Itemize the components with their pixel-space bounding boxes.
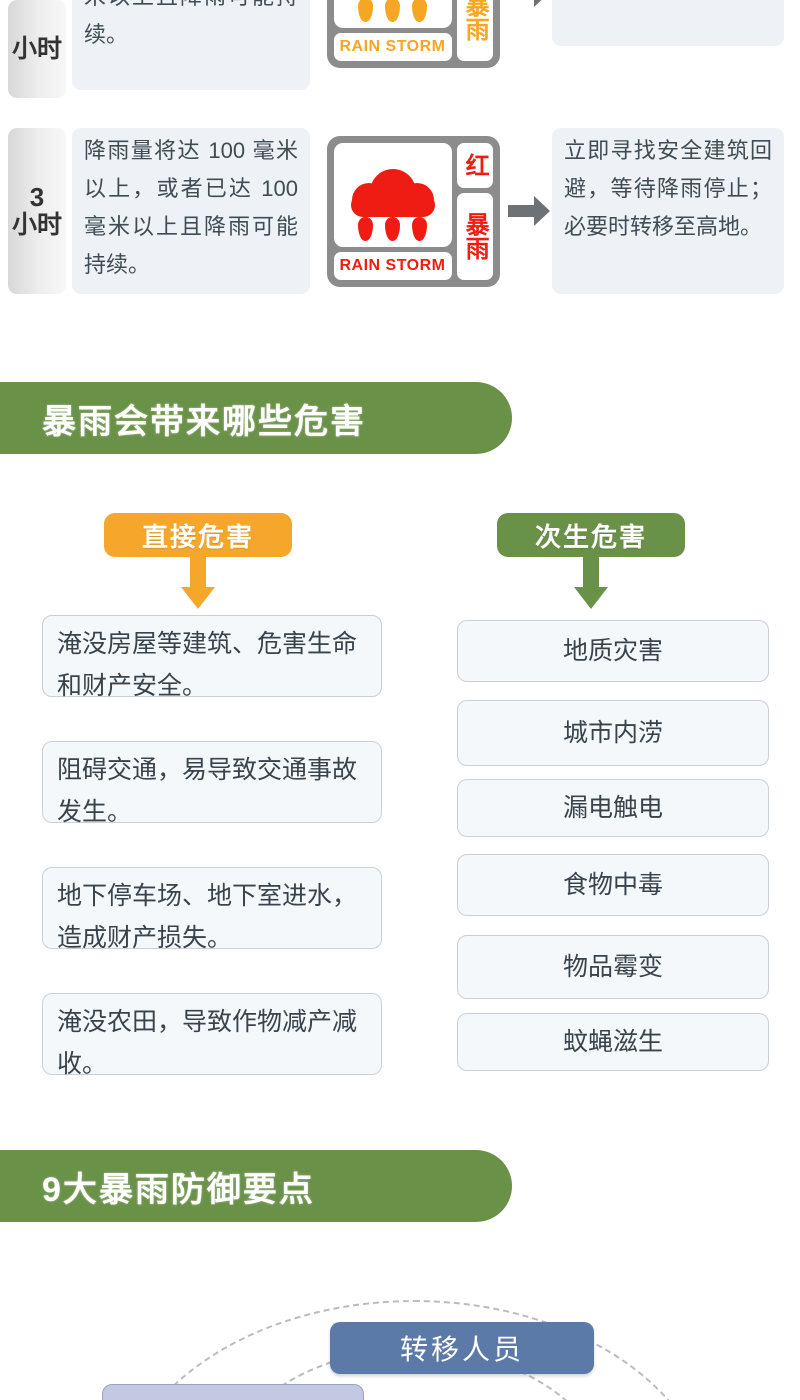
hour-badge-red: 3 小时 <box>8 128 66 294</box>
rainstorm-sign-red: RAIN STORM 红 暴雨 <box>326 135 500 287</box>
direct-hazard-pill[interactable]: 直接危害 <box>104 513 292 557</box>
sign-type-chars-orange: 暴雨 <box>456 0 493 61</box>
warning-sign-red-wrap: RAIN STORM 红 暴雨 <box>320 128 506 294</box>
hour-badge-unit: 小时 <box>11 210 62 239</box>
direct-hazard-item: 阻碍交通，易导致交通事故发生。 <box>42 741 382 826</box>
action-text-orange: 回避，等待降雨停止；必要时转移至高地。 <box>552 0 784 46</box>
secondary-hazard-item: 漏电触电 <box>457 779 769 837</box>
secondary-hazard-arrow-down-icon <box>574 557 608 609</box>
hour-badge-number: 3 <box>29 182 45 213</box>
rainstorm-caption-orange: RAIN STORM <box>333 32 452 61</box>
arrow-right-icon <box>508 196 550 226</box>
secondary-hazard-item: 物品霉变 <box>457 935 769 999</box>
sign-level-char-red: 红 <box>456 142 493 188</box>
criteria-text-red: 降雨量将达 100 毫米以上，或者已达 100 毫米以上且降雨可能持续。 <box>72 128 310 294</box>
hour-badge-orange: 小时 <box>8 0 66 98</box>
direct-hazard-label: 直接危害 <box>141 521 254 552</box>
secondary-hazard-label: 次生危害 <box>534 521 647 552</box>
defense-node-label: 转移人员 <box>399 1334 524 1365</box>
secondary-hazard-item: 地质灾害 <box>457 620 769 682</box>
rain-drop-icon <box>358 0 373 22</box>
defense-node-transfer-people[interactable]: 转移人员 <box>330 1322 594 1374</box>
defense-banner: 9大暴雨防御要点 <box>0 1150 512 1222</box>
rain-drop-icon <box>412 0 427 22</box>
hour-badge-unit: 小时 <box>11 34 62 63</box>
rain-drop-icon <box>385 0 400 22</box>
rainstorm-cloud-icon-orange <box>333 0 452 28</box>
direct-hazard-arrow-down-icon <box>181 557 215 609</box>
secondary-hazard-item: 食物中毒 <box>457 854 769 916</box>
rainstorm-sign-orange: RAIN STORM 暴雨 <box>326 0 500 68</box>
arrow-right-icon-wrap <box>506 0 552 98</box>
direct-hazard-item: 地下停车场、地下室进水，造成财产损失。 <box>42 867 382 952</box>
rain-drop-icon <box>358 216 373 241</box>
hazards-banner-title: 暴雨会带来哪些危害 <box>42 402 366 441</box>
arrow-right-icon-wrap <box>506 128 552 294</box>
warning-row-red: 3 小时 降雨量将达 100 毫米以上，或者已达 100 毫米以上且降雨可能持续… <box>0 128 800 294</box>
defense-node-secondary[interactable] <box>102 1384 364 1400</box>
sign-type-chars-red: 暴雨 <box>456 192 493 280</box>
direct-hazard-item: 淹没农田，导致作物减产减收。 <box>42 993 382 1078</box>
secondary-hazard-pill[interactable]: 次生危害 <box>497 513 685 557</box>
warning-row-orange: 小时 以上，或者已达 50 毫米以上且降雨可能持续。 <box>0 0 800 98</box>
criteria-text-orange: 以上，或者已达 50 毫米以上且降雨可能持续。 <box>72 0 310 90</box>
rain-drop-icon <box>412 216 427 241</box>
rainstorm-caption-red: RAIN STORM <box>333 251 452 280</box>
secondary-hazard-item: 蚊蝇滋生 <box>457 1013 769 1071</box>
hazards-banner: 暴雨会带来哪些危害 <box>0 382 512 454</box>
direct-hazard-item: 淹没房屋等建筑、危害生命和财产安全。 <box>42 615 382 700</box>
secondary-hazard-item: 城市内涝 <box>457 700 769 766</box>
defense-banner-title: 9大暴雨防御要点 <box>42 1170 315 1209</box>
rainstorm-cloud-icon-red <box>333 142 452 247</box>
arrow-right-icon <box>534 0 542 7</box>
rain-drop-icon <box>385 216 400 241</box>
action-text-red: 立即寻找安全建筑回避，等待降雨停止；必要时转移至高地。 <box>552 128 784 294</box>
warning-sign-orange-wrap: RAIN STORM 暴雨 <box>320 0 506 98</box>
